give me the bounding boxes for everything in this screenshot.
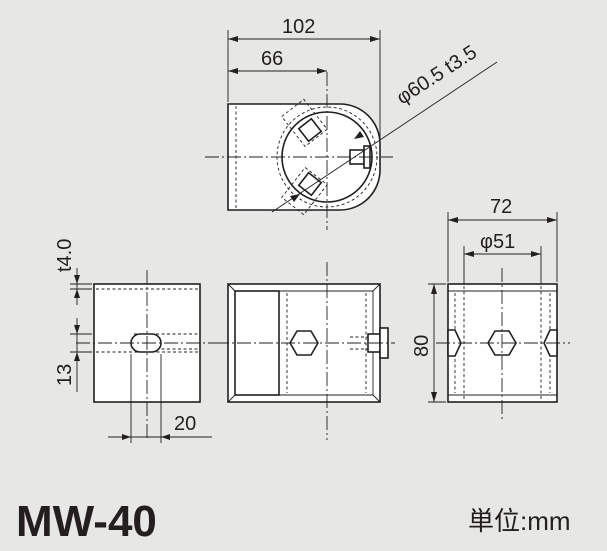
side-view — [428, 212, 570, 420]
front-view — [70, 268, 216, 443]
unit-label: 単位:mm — [468, 506, 571, 536]
dim-side-width: 72 — [490, 196, 512, 218]
dim-pipe-spec: φ60.5 t3.5 — [393, 41, 481, 109]
dim-side-height: 80 — [411, 335, 433, 357]
middle-view — [215, 262, 395, 440]
dim-front-thickness: t4.0 — [54, 239, 76, 272]
dim-top-width: 102 — [282, 16, 315, 38]
top-view — [205, 30, 498, 230]
dim-side-bore: φ51 — [480, 231, 515, 253]
dim-front-hole-offset: 20 — [174, 413, 196, 435]
model-title: MW-40 — [16, 497, 157, 546]
dim-front-hole-height: 13 — [54, 364, 76, 386]
dim-top-offset: 66 — [261, 48, 283, 70]
